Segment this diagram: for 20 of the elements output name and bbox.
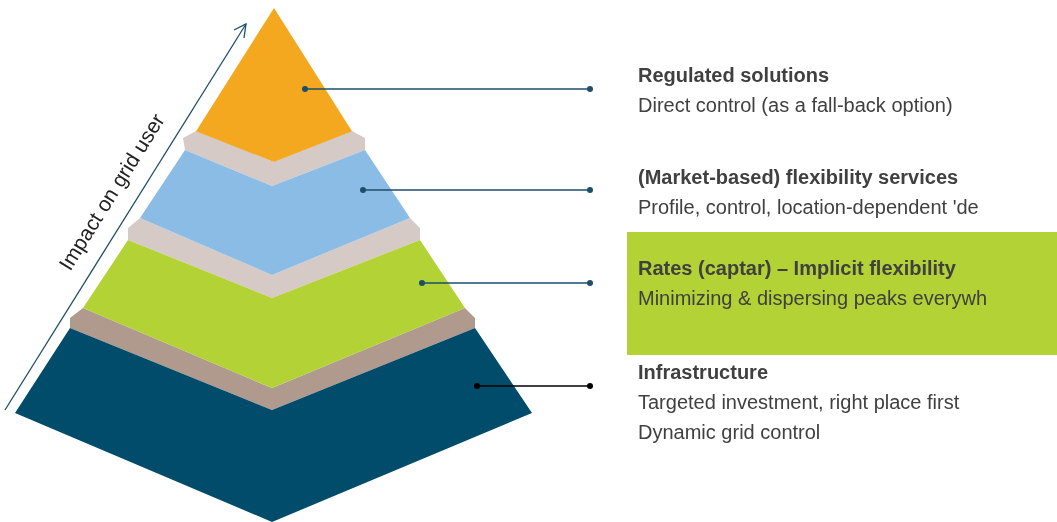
pyramid-separator-band: [183, 131, 365, 186]
item-description: Direct control (as a fall-back option): [638, 93, 953, 118]
item-heading: Rates (captar) – Implicit flexibility: [638, 256, 957, 281]
leader-line: [419, 280, 593, 286]
leader-line: [302, 86, 593, 92]
highlight-box: [627, 232, 1057, 355]
pyramid-separator-band: [128, 218, 420, 298]
item-description: Targeted investment, right place first: [638, 390, 960, 415]
item-description: Minimizing & dispersing peaks everywh: [638, 286, 989, 311]
pyramid-separator-band: [70, 308, 475, 410]
item-heading: Infrastructure: [638, 360, 770, 385]
item-heading: Regulated solutions: [638, 63, 831, 88]
pyramid-layer: [15, 328, 532, 522]
leader-line: [474, 383, 593, 389]
leader-line: [360, 187, 593, 193]
item-heading: (Market-based) flexibility services: [638, 165, 960, 190]
item-description: Dynamic grid control: [638, 420, 822, 445]
pyramid-layer: [140, 150, 410, 275]
pyramid-top-layer: [196, 8, 352, 162]
item-description: Profile, control, location-dependent 'de: [638, 195, 979, 220]
